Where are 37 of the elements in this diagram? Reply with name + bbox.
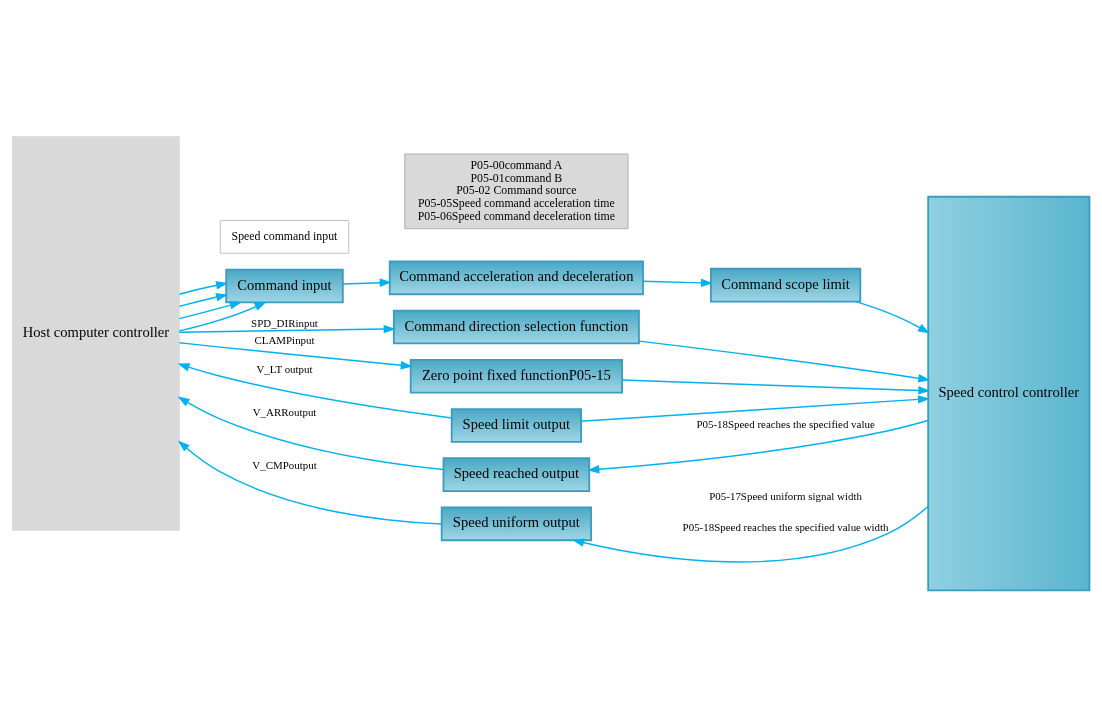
edge-label: CLAMPinput [254, 333, 315, 346]
arrow [177, 362, 453, 419]
label: P05-17Speed uniform signal width [709, 489, 862, 502]
node-box: Speed uniform output [440, 506, 592, 541]
arrow [178, 300, 242, 319]
arrow [342, 278, 392, 287]
edge-label: P05-18Speed reaches the specified value [696, 417, 875, 430]
node-box: Speed control controller [927, 195, 1091, 591]
arrow [642, 278, 713, 287]
edge-label: V_LT output [256, 362, 313, 375]
node-box: Command acceleration and deceleration [388, 260, 644, 295]
arrow [178, 324, 396, 333]
arrow [177, 395, 444, 470]
edge-label: P05-18Speed reaches the specified value width [682, 520, 889, 533]
node-box: Host computer controller [12, 135, 180, 531]
arrow [572, 505, 929, 563]
edge-label: V_CMPoutput [252, 458, 317, 471]
arrow [855, 300, 930, 334]
arrow [178, 341, 413, 369]
arrow [178, 280, 229, 295]
arrow [638, 339, 931, 382]
node-box: Speed limit output [450, 407, 582, 443]
node-box: P05-00command A P05-01command B P05-02 Command source P05-05Speed command acceleration time P05-06Speed command deceleration time [404, 153, 629, 229]
node-box: Command scope limit [710, 267, 862, 302]
node-box: Zero point fixed functionP05-15 [409, 358, 623, 394]
arrow [177, 439, 443, 525]
arrow [178, 292, 229, 307]
node-box: Speed reached output [442, 456, 591, 492]
arrow [178, 301, 267, 332]
edge-label: SPD_DIRinput [251, 316, 318, 329]
arrow [621, 378, 931, 395]
arrow [587, 419, 929, 473]
node-box: Command direction selection function [392, 309, 640, 344]
arrow [580, 394, 930, 422]
node-box: Command input [225, 268, 344, 303]
edge-label: V_ARRoutput [252, 405, 317, 418]
node-box: Speed command input [219, 219, 350, 254]
